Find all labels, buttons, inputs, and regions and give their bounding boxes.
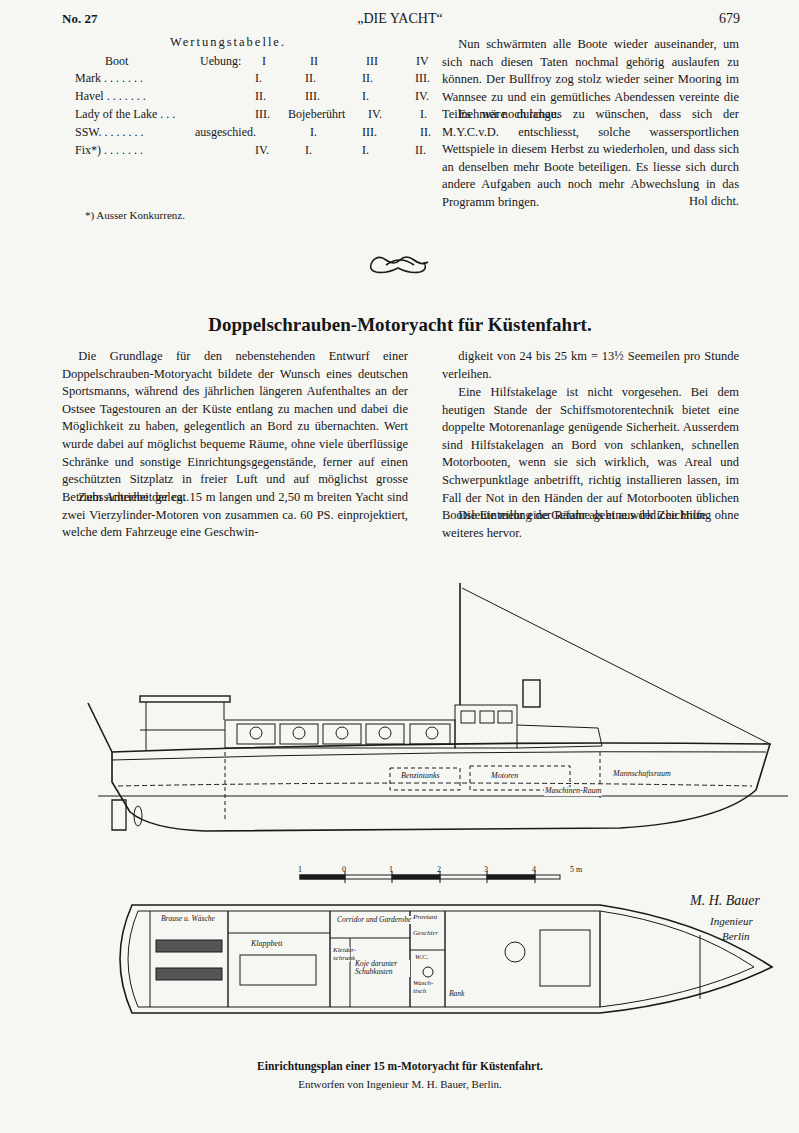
table-header: III [366,53,378,71]
page-header: No. 27 [62,10,97,28]
signature: M. H. Bauer [690,892,760,910]
table-cell: III. [255,106,270,124]
room-label: Brause u. Wäsche [160,915,216,923]
table-row-label: Lady of the Lake . . . [75,106,175,124]
scale-number: 3 [484,861,488,879]
table-title: Wertungstabelle. [170,34,286,52]
room-label: Mannschaftsraum [612,770,672,779]
table-row-label: Mark . . . . . . . [75,70,143,88]
table-cell: ausgeschied. [195,124,256,142]
table-cell: Bojeberührt [288,106,345,124]
figure-caption: Einrichtungsplan einer 15 m-Motoryacht f… [150,1058,650,1076]
table-cell: I. [255,70,262,88]
room-label: Bank [448,990,465,998]
room-label: Koje darunter Schubkasten [354,960,410,977]
room-label: Benzintanks [400,772,441,781]
table-cell: III. [305,88,320,106]
table-row-label: Fix*) . . . . . . . [75,142,143,160]
room-label: Corridor und Garderobe [336,916,412,924]
signature: Hol dicht. [600,193,739,211]
footnote: *) Ausser Konkurrenz. [85,207,185,225]
table-cell: II. [255,88,266,106]
article-title: Doppelschrauben-Motoryacht für Küstenfah… [100,316,700,334]
page-header: „DIE YACHT“ [300,10,500,28]
table-cell: I. [362,142,369,160]
table-cell: IV. [415,88,429,106]
scale-number: 4 [532,861,536,879]
room-label: Proviant [412,914,438,922]
table-cell: IV. [255,142,269,160]
room-label: W.C. [414,954,429,962]
table-cell: I. [310,124,317,142]
body-text: Die Grundlage für den nebenstehenden Ent… [62,348,408,506]
scale-bar [300,871,560,883]
scale-number: 5 m [570,861,582,879]
table-cell: I. [362,88,369,106]
page-number: 679 [700,10,740,28]
table-header: Boot [105,53,128,71]
body-text: Eine Hilfstakelage ist nicht vorgesehen.… [442,384,739,525]
scale-number: 1 [298,861,302,879]
designer-credit: Entworfen von Ingenieur M. H. Bauer, Ber… [250,1076,550,1094]
table-row-label: Havel . . . . . . . [75,88,146,106]
body-text: digkeit von 24 bis 25 km = 13½ Seemeilen… [442,348,739,383]
table-cell: I. [420,106,427,124]
table-cell: II. [420,124,431,142]
table-cell: II. [362,70,373,88]
scale-number: 2 [437,861,441,879]
table-row-label: SSW. . . . . . . . [75,124,144,142]
room-label: Maschinen-Raum [544,787,602,796]
table-header: Uebung: [200,53,241,71]
table-cell: I. [305,142,312,160]
body-text: Die Einteilung der Räume geht aus der Ze… [442,507,739,542]
table-cell: II. [415,142,426,160]
room-label: Klappbett [250,940,284,949]
scale-number: 1 [389,861,393,879]
deck-plan [120,905,772,1013]
table-header: I [262,53,266,71]
room-label: Motoren [490,772,519,781]
table-cell: III. [362,124,377,142]
table-header: II [310,53,318,71]
room-label: Kleider-schrank [332,947,350,962]
ornament [371,257,428,273]
table-cell: III. [415,70,430,88]
table-header: IV [416,53,429,71]
room-label: Geschirr [412,930,439,938]
signature-place: Berlin [722,928,750,946]
body-text: Zum Antriebe der ca. 15 m langen und 2,5… [62,489,408,542]
table-cell: II. [305,70,316,88]
table-cell: IV. [368,106,382,124]
scale-number: 0 [342,861,346,879]
signature-title: Ingenieur [710,913,753,931]
room-label: Wasch-tisch [412,980,444,995]
side-elevation [88,583,788,831]
